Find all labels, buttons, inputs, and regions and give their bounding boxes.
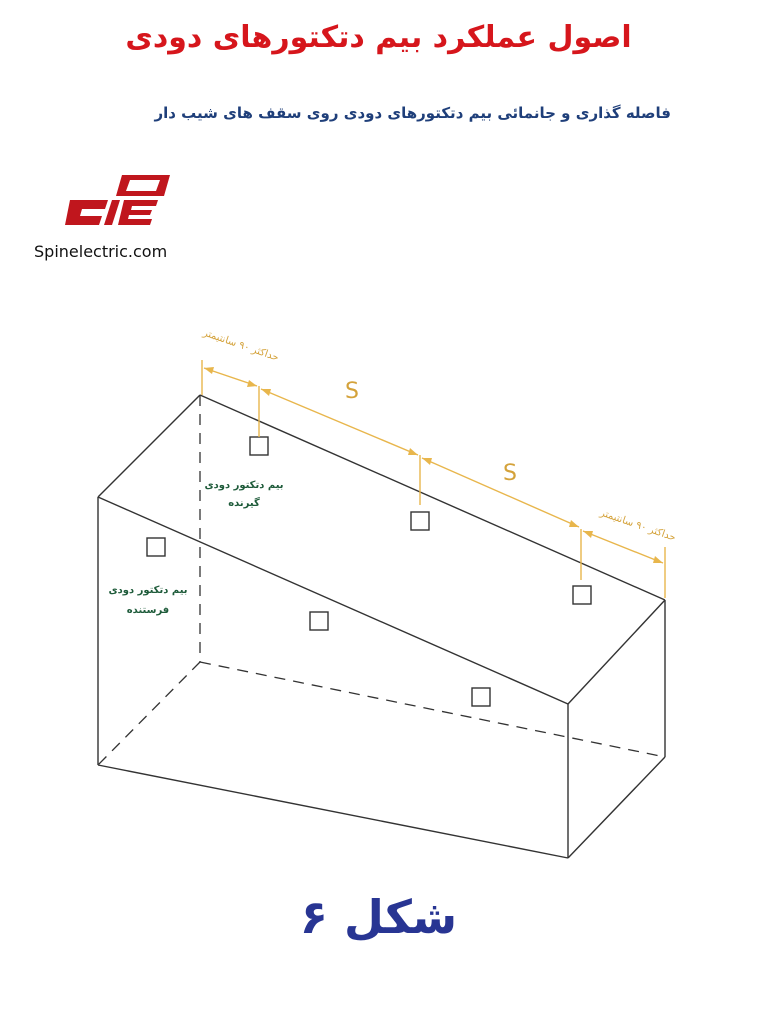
receiver-detector-2 xyxy=(410,511,430,531)
dim-spacing-1 xyxy=(260,388,419,456)
transmitter-detector-3 xyxy=(471,687,491,707)
receiver-detector-1 xyxy=(249,436,269,456)
floor-right-edge xyxy=(567,756,666,859)
company-logo xyxy=(60,172,180,232)
spacing-s-label-1: S xyxy=(345,379,359,404)
floor-front-edge xyxy=(97,764,569,859)
transmitter-detector-2 xyxy=(309,611,329,631)
right-top-edge xyxy=(567,599,666,705)
dimension-lines xyxy=(201,360,666,598)
room-box xyxy=(97,394,666,859)
max-distance-left-label: حداکثر ۹۰ سانتیمتر xyxy=(201,327,280,364)
roof-ridge-line xyxy=(199,394,666,601)
figure-caption: شکل ۶ xyxy=(299,890,458,944)
hidden-floor-back xyxy=(199,661,666,758)
page-title: اصول عملکرد بیم دتکتورهای دودی xyxy=(125,20,632,55)
dimension-arrows xyxy=(204,367,663,563)
detectors xyxy=(146,436,592,707)
max-distance-right-label: حداکثر ۹۰ سانتیمتر xyxy=(598,507,677,544)
dim-max-right xyxy=(582,530,664,564)
hidden-edges xyxy=(97,395,666,766)
page-subtitle: فاصله گذاری و جانمائی بیم دتکتورهای دودی… xyxy=(154,104,671,122)
transmitter-label-line1: بیم دتکتور دودی xyxy=(108,585,187,596)
receiver-label-line1: بیم دتکتور دودی xyxy=(204,480,283,491)
transmitter-detector-1 xyxy=(146,537,166,557)
transmitter-label-line2: فرستنده xyxy=(127,605,169,616)
hidden-floor-left xyxy=(97,661,201,766)
website-label: Spinelectric.com xyxy=(34,242,168,261)
left-top-edge xyxy=(97,394,201,498)
dim-spacing-2 xyxy=(421,457,580,528)
spacing-s-label-2: S xyxy=(503,461,517,486)
roof-eave-line xyxy=(97,496,569,705)
receiver-detector-3 xyxy=(572,585,592,605)
receiver-label-line2: گیرنده xyxy=(228,496,260,509)
beam-detector-diagram: حداکثر ۹۰ سانتیمتر S S حداکثر ۹۰ سانتیمت… xyxy=(97,327,677,859)
